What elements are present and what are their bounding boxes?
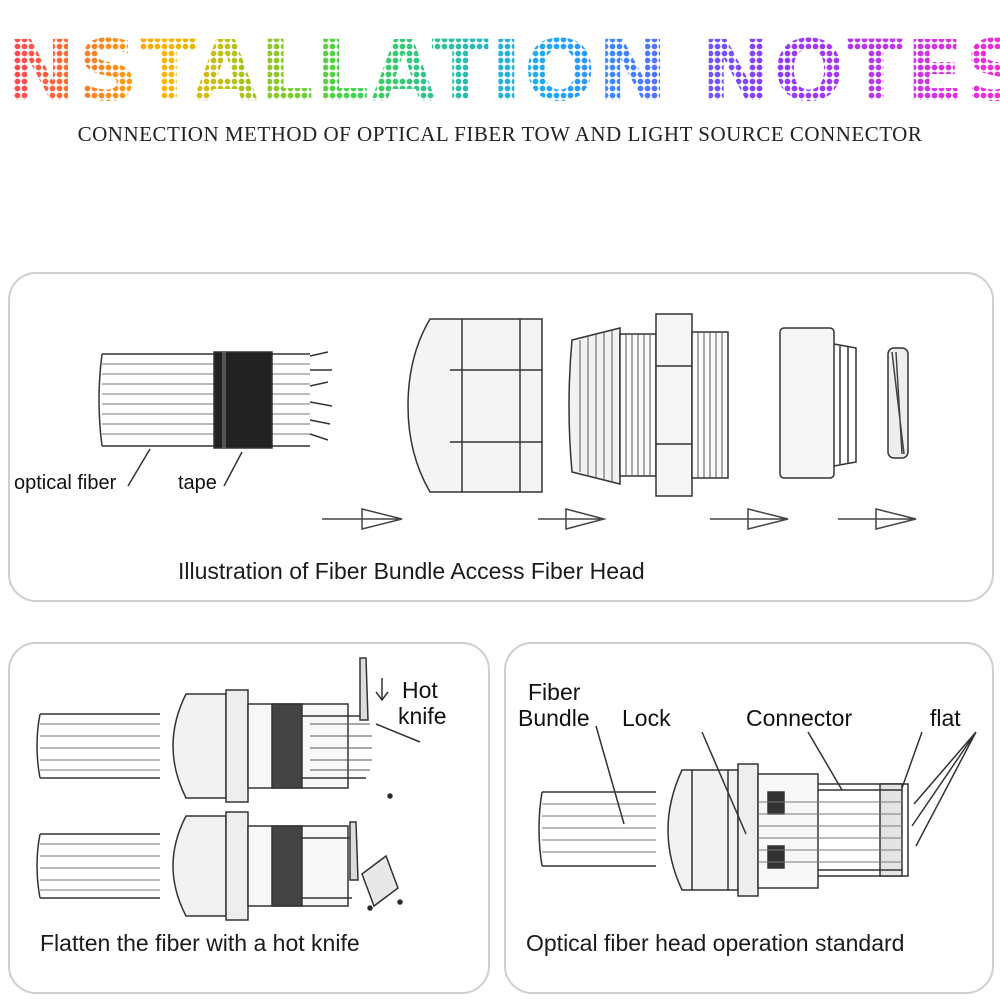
- caption-fiber-head: Illustration of Fiber Bundle Access Fibe…: [178, 558, 645, 584]
- fiber-head-exploded-diagram: [98, 313, 917, 530]
- fiber-head-cross-section: [538, 725, 977, 897]
- title-text: INSTALLATION NOTES: [0, 22, 1000, 120]
- label-connector: Connector: [746, 705, 853, 731]
- label-hot-knife-line2: knife: [398, 703, 447, 729]
- label-optical-fiber: optical fiber: [14, 472, 117, 494]
- hot-knife-panel: Hot knife Flatten the fiber with a hot k…: [8, 642, 490, 994]
- page-subtitle: CONNECTION METHOD OF OPTICAL FIBER TOW A…: [77, 122, 923, 146]
- dotted-title-graphic: INSTALLATION NOTES: [0, 22, 1000, 120]
- label-hot-knife-line1: Hot: [402, 677, 438, 703]
- fiber-head-illustration-panel: optical fiber tape Illustration of Fiber…: [8, 272, 994, 602]
- label-lock: Lock: [622, 705, 671, 731]
- label-fiber-bundle-line1: Fiber: [528, 679, 581, 705]
- arrow-right-icon: [322, 508, 917, 530]
- operation-standard-panel: Fiber Bundle Lock Connector flat Optical…: [504, 642, 994, 994]
- label-flat: flat: [930, 705, 961, 731]
- caption-hot-knife: Flatten the fiber with a hot knife: [40, 930, 360, 956]
- hot-knife-diagram: [36, 657, 421, 921]
- label-fiber-bundle-line2: Bundle: [518, 705, 590, 731]
- caption-operation-standard: Optical fiber head operation standard: [526, 930, 905, 956]
- page-title: INSTALLATION NOTES: [0, 22, 1000, 120]
- label-tape: tape: [178, 472, 217, 494]
